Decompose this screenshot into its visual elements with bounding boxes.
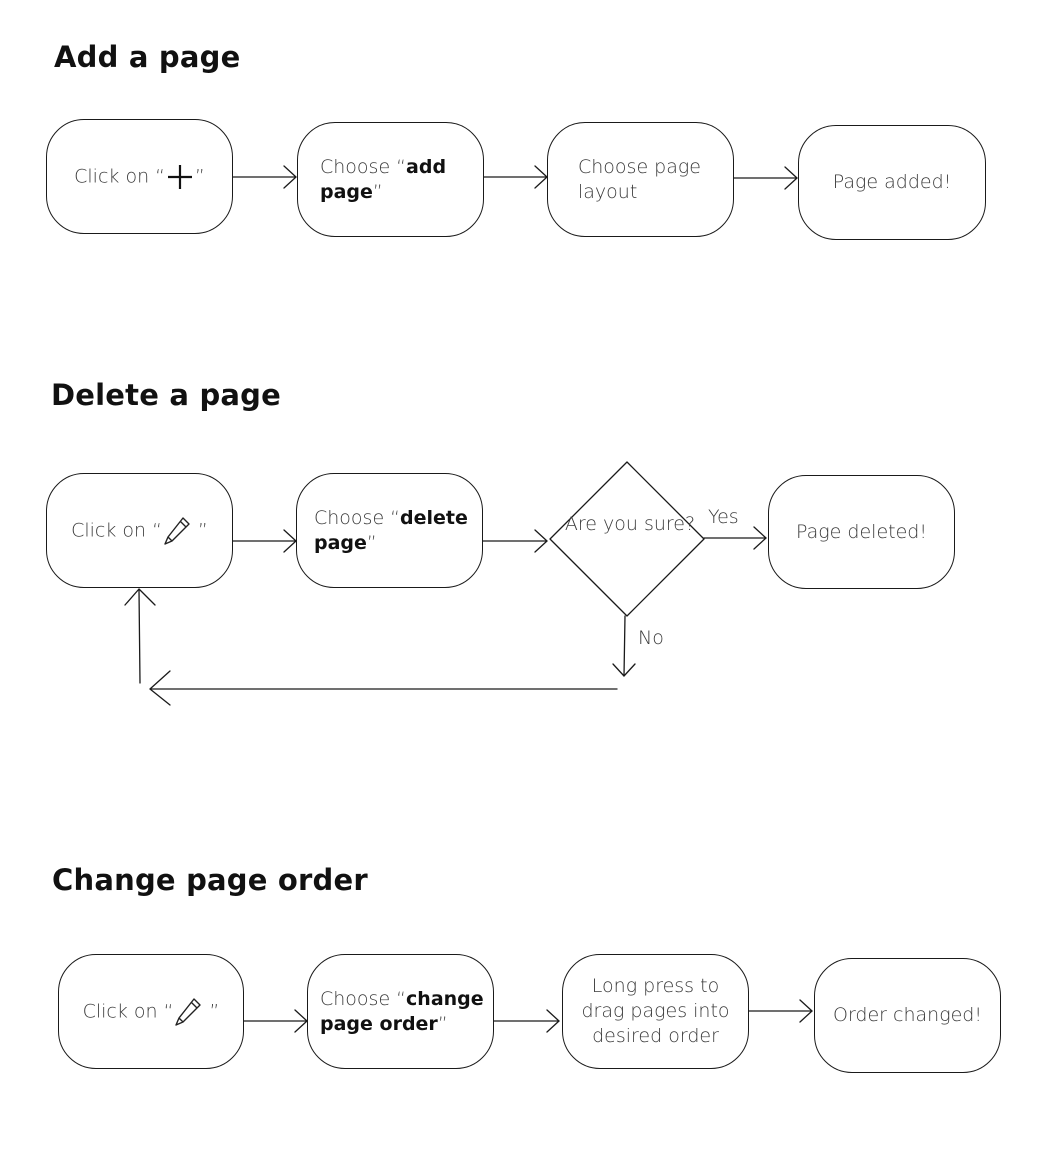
section-title-add-page: Add a page [54, 40, 241, 74]
add-step-page-added: Page added! [798, 125, 986, 240]
arrow-order-1-to-2 [243, 1009, 308, 1033]
arrow-back-up-to-start [124, 588, 156, 684]
order-step-click-pencil: Click on “ ” [58, 954, 244, 1069]
arrow-add-3-to-4 [733, 166, 798, 190]
delete-step-click-suffix: ” [191, 519, 208, 541]
delete-step-choose-delete-page: Choose “delete page” [296, 473, 483, 588]
delete-step-choose-suffix: ” [366, 531, 377, 554]
order-step-click-prefix: Click on “ [82, 1000, 174, 1022]
order-step-order-changed: Order changed! [814, 958, 1001, 1073]
pencil-icon [164, 516, 190, 545]
order-step-click-suffix: ” [203, 1000, 220, 1022]
order-step-order-changed-text: Order changed! [833, 1004, 982, 1026]
pencil-icon [175, 997, 202, 1026]
arrow-delete-1-to-2 [232, 529, 297, 553]
add-step-choose-layout-text: Choose page layout [578, 155, 701, 203]
add-step-click-suffix: ” [195, 165, 205, 187]
arrow-add-2-to-3 [483, 165, 548, 189]
arrow-add-1-to-2 [232, 165, 297, 189]
order-step-long-press: Long press to drag pages into desired or… [562, 954, 749, 1069]
arrow-no-back-left [149, 670, 618, 706]
arrow-order-2-to-3 [493, 1009, 560, 1033]
add-step-click-prefix: Click on “ [74, 165, 166, 187]
order-step-choose-change-order: Choose “change page order” [307, 954, 494, 1069]
delete-decision-text: Are you sure? [564, 513, 696, 535]
add-step-choose-add-page: Choose “add page” [297, 122, 484, 237]
add-step-choose-prefix: Choose “ [320, 155, 407, 178]
decision-yes-label: Yes [708, 506, 739, 528]
section-title-change-order: Change page order [52, 863, 368, 897]
delete-step-choose-bold: delete page [314, 506, 468, 554]
delete-step-choose-prefix: Choose “ [314, 506, 401, 529]
decision-no-label: No [638, 627, 664, 649]
add-step-choose-layout: Choose page layout [547, 122, 734, 237]
add-step-click-plus: Click on “ ” [46, 119, 233, 234]
add-step-page-added-text: Page added! [832, 171, 952, 193]
plus-icon [168, 164, 193, 189]
arrow-decision-yes [703, 526, 767, 550]
delete-step-click-pencil: Click on “ ” [46, 473, 233, 588]
delete-step-click-prefix: Click on “ [71, 519, 162, 541]
arrow-delete-2-to-decision [482, 529, 548, 553]
order-step-choose-suffix: ” [437, 1012, 448, 1035]
arrow-decision-no-down [612, 615, 636, 677]
add-step-choose-bold: add page [320, 155, 447, 203]
order-step-choose-prefix: Choose “ [320, 987, 407, 1010]
section-title-delete-page: Delete a page [51, 378, 281, 412]
delete-step-page-deleted: Page deleted! [768, 475, 955, 589]
delete-step-page-deleted-text: Page deleted! [796, 520, 927, 543]
decision-diamond [549, 461, 705, 617]
arrow-order-3-to-4 [747, 999, 813, 1023]
order-step-choose-bold: change page order [320, 987, 484, 1035]
order-step-long-press-text: Long press to drag pages into desired or… [581, 975, 730, 1047]
add-step-choose-suffix: ” [372, 180, 383, 203]
